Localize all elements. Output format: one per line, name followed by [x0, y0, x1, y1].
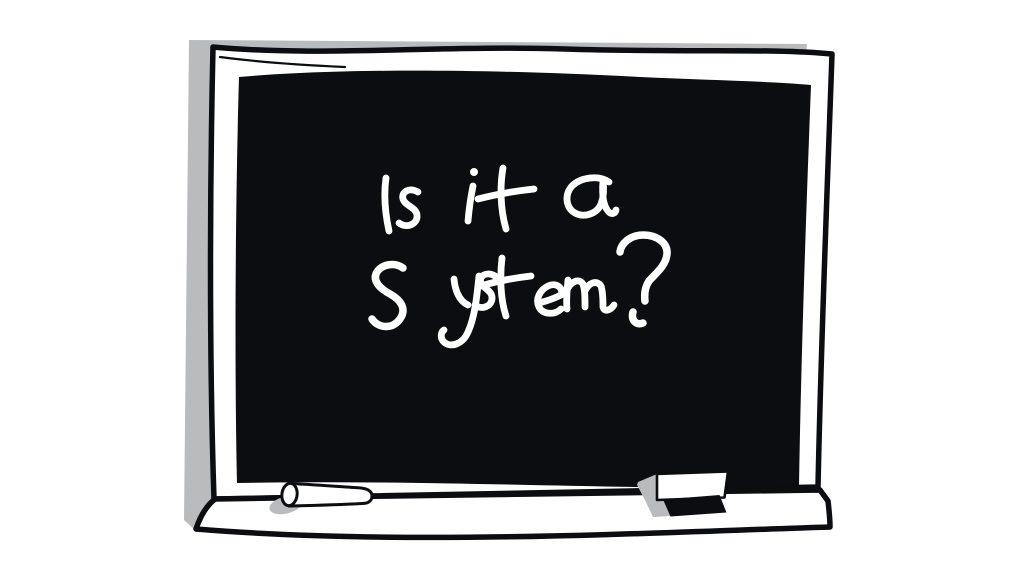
chalk-stick	[269, 481, 374, 515]
handwritten-text: Is it a System?	[368, 164, 671, 349]
eraser-top	[655, 470, 730, 502]
board-eraser	[637, 470, 730, 517]
frame-sketch-line	[218, 55, 347, 69]
chalk-body	[287, 482, 374, 508]
chalk-end-cap	[280, 481, 299, 508]
chalk-strokes-line1	[381, 164, 620, 235]
eraser-pad	[663, 495, 727, 517]
chalk-strokes-line2	[368, 231, 671, 349]
eraser-shadow	[637, 474, 671, 517]
